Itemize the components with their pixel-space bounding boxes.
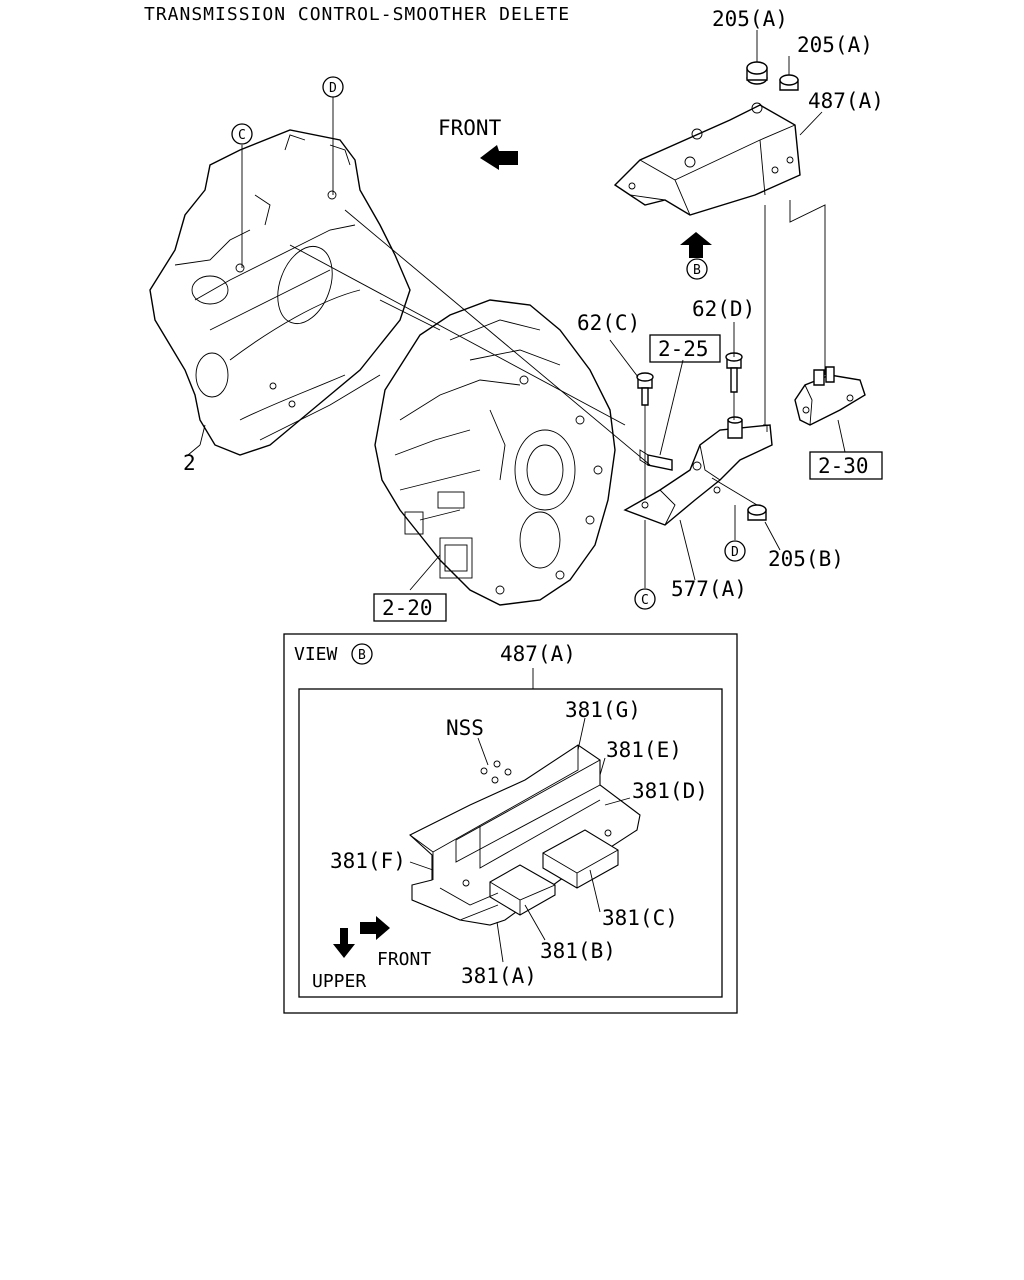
view-b-bracket-drawing <box>409 744 641 926</box>
leader-lines <box>187 30 846 591</box>
ref-box-2-20: 2-20 <box>373 593 447 622</box>
view-b-381b: 381(B) <box>540 939 616 963</box>
transmission-case-center <box>374 299 616 606</box>
view-b-label: VIEW <box>294 644 338 665</box>
bolt-62d <box>725 352 743 393</box>
front-label: FRONT <box>438 116 502 140</box>
circle-marker-c-top: C <box>231 123 253 145</box>
callout-205a-1: 205(A) <box>712 7 788 31</box>
view-b-381c: 381(C) <box>602 906 678 930</box>
circle-marker-d-top: D <box>322 76 344 98</box>
callout-577a: 577(A) <box>671 577 747 601</box>
svg-text:C: C <box>238 128 246 143</box>
nut-205a-1 <box>746 61 768 85</box>
callout-62d: 62(D) <box>692 297 755 321</box>
callout-205b: 205(B) <box>768 547 844 571</box>
ref-box-2-25: 2-25 <box>649 334 721 363</box>
callout-2: 2 <box>183 451 196 475</box>
callout-487a: 487(A) <box>808 89 884 113</box>
svg-text:B: B <box>693 263 701 278</box>
bracket-487a <box>613 102 801 216</box>
nut-205a-2 <box>779 74 799 91</box>
svg-text:B: B <box>358 648 366 663</box>
transmission-housing-left <box>149 129 411 456</box>
diagram-title: TRANSMISSION CONTROL-SMOOTHER DELETE <box>144 4 570 25</box>
view-b-panel: VIEW B 487(A) <box>283 633 738 1014</box>
view-b-381e: 381(E) <box>606 738 682 762</box>
view-b-arrow-icon <box>680 232 712 258</box>
svg-text:2-20: 2-20 <box>382 596 433 620</box>
circle-marker-c-bottom: C <box>634 588 656 610</box>
view-b-inner-frame <box>298 688 723 998</box>
svg-text:D: D <box>329 81 337 96</box>
front-arrow-icon <box>480 145 518 170</box>
view-b-upper-label: UPPER <box>312 971 366 992</box>
ref-box-2-30: 2-30 <box>809 451 883 480</box>
bolt-62c <box>636 372 654 406</box>
svg-text:C: C <box>641 593 649 608</box>
view-b-outer-frame <box>283 633 738 1014</box>
nut-205b <box>747 504 767 521</box>
svg-text:2-25: 2-25 <box>658 337 709 361</box>
callout-62c: 62(C) <box>577 311 640 335</box>
circle-marker-b: B <box>686 258 708 280</box>
view-b-leader-lines <box>409 717 631 963</box>
view-b-front-label: FRONT <box>377 949 431 970</box>
svg-text:2-30: 2-30 <box>818 454 869 478</box>
view-b-381d: 381(D) <box>632 779 708 803</box>
callout-205a-2: 205(A) <box>797 33 873 57</box>
view-b-487a-label: 487(A) <box>500 642 576 666</box>
circle-marker-d-bottom: D <box>724 540 746 562</box>
view-b-381f: 381(F) <box>330 849 406 873</box>
view-b-381g: 381(G) <box>565 698 641 722</box>
view-b-upper-arrow-icon <box>333 928 355 958</box>
view-b-front-arrow-icon <box>360 916 390 940</box>
bracket-577a <box>623 416 773 526</box>
view-b-nss-label: NSS <box>446 716 484 740</box>
view-b-letter-marker: B <box>351 643 373 665</box>
svg-text:D: D <box>731 545 739 560</box>
bracket-2-30 <box>794 366 866 426</box>
view-b-381a: 381(A) <box>461 964 537 988</box>
